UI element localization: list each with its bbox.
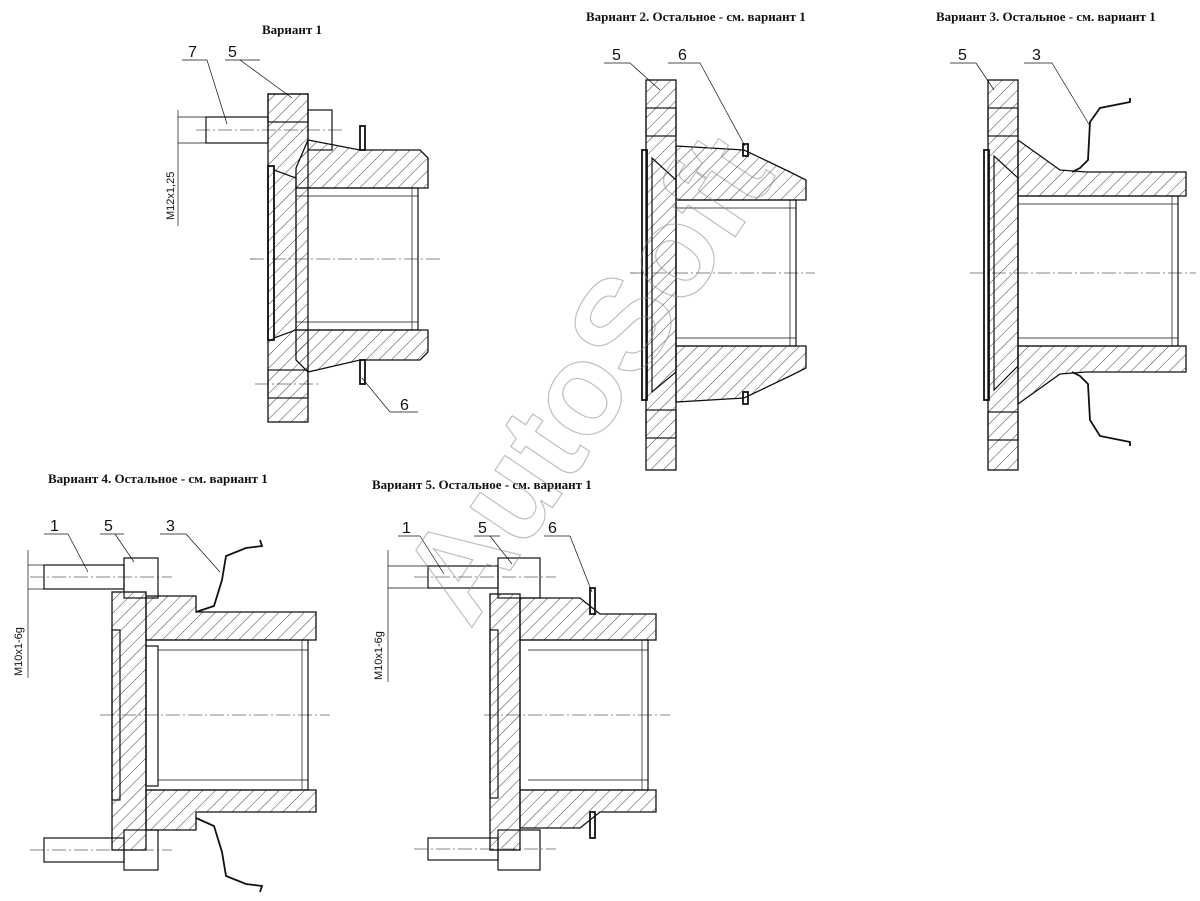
variant-1-drawing: Вариант 1 M12x1,25 7: [165, 22, 440, 423]
v3-shield: [1071, 98, 1131, 173]
v5-nut-top: [497, 557, 541, 599]
v3-callout-5: 5: [958, 47, 967, 64]
v2-body-bottom: [675, 345, 807, 403]
v1-callout-6: 6: [400, 397, 409, 414]
v5-callout-1: 1: [402, 520, 411, 537]
v3-callout-3: 3: [1032, 47, 1041, 64]
v3-flange: [987, 79, 1019, 471]
v5-body-top: [519, 597, 657, 641]
v4-callout-5: 5: [104, 518, 113, 535]
v4-flange: [111, 591, 147, 851]
v1-callout-5: 5: [228, 44, 237, 61]
v4-body-bottom: [145, 789, 317, 831]
v4-body-top: [145, 595, 317, 641]
variant-3-drawing: Вариант 3. Остальное - см. вариант 1 5 3: [936, 9, 1196, 471]
v1-body-top: [295, 139, 429, 189]
v5-body-bottom: [519, 789, 657, 829]
v4-nut-top: [123, 557, 159, 599]
v2-callout-6: 6: [678, 47, 687, 64]
v5-callout-5: 5: [478, 520, 487, 537]
variant-3-title: Вариант 3. Остальное - см. вариант 1: [936, 9, 1156, 24]
variant-1-title: Вариант 1: [262, 22, 322, 37]
v4-callout-1: 1: [50, 518, 59, 535]
v1-callout-7: 7: [188, 44, 197, 61]
v3-body-bottom: [1017, 345, 1187, 406]
v1-thread-dimension: M12x1,25: [165, 172, 177, 220]
v1-body-bottom: [295, 329, 429, 373]
v5-thread-dimension: M10x1-6g: [373, 631, 385, 680]
v4-shield: [195, 539, 264, 613]
variant-4-drawing: Вариант 4. Остальное - см. вариант 1 M10…: [13, 471, 330, 893]
variant-4-title: Вариант 4. Остальное - см. вариант 1: [48, 471, 268, 486]
v3-body-top: [1017, 138, 1187, 197]
v4-thread-dimension: M10x1-6g: [13, 627, 25, 676]
variant-5-title: Вариант 5. Остальное - см. вариант 1: [372, 477, 592, 492]
v4-callout-3: 3: [166, 518, 175, 535]
v5-callout-6: 6: [548, 520, 557, 537]
variant-2-title: Вариант 2. Остальное - см. вариант 1: [586, 9, 806, 24]
variant-2-drawing: Вариант 2. Остальное - см. вариант 1 5 6: [586, 9, 815, 471]
v2-callout-5: 5: [612, 47, 621, 64]
variant-5-drawing: Вариант 5. Остальное - см. вариант 1 M10…: [372, 477, 670, 871]
